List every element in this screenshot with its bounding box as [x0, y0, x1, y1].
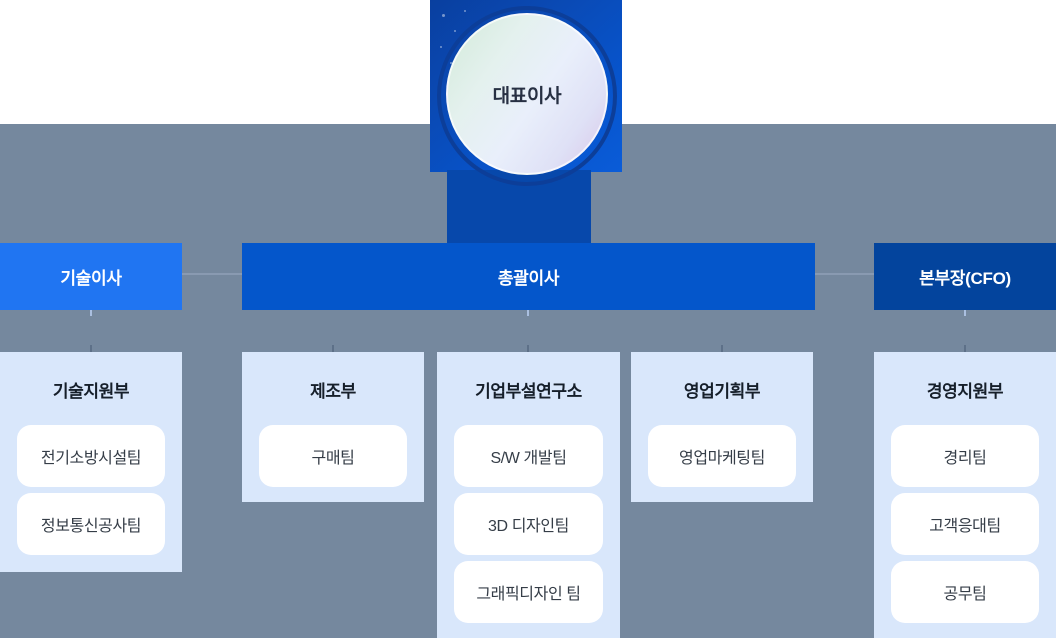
team-item[interactable]: 전기소방시설팀 — [17, 425, 165, 487]
connector-tick — [90, 345, 92, 352]
decorative-dot — [464, 10, 466, 12]
dept-title: 기술지원부 — [52, 382, 130, 401]
team-item[interactable]: 공무팀 — [891, 561, 1039, 623]
decorative-dot — [442, 14, 445, 17]
ceo-ring — [437, 6, 617, 186]
ceo-label: 대표이사 — [492, 85, 562, 107]
team-item[interactable]: S/W 개발팀 — [454, 425, 603, 487]
team-item[interactable]: 고객응대팀 — [891, 493, 1039, 555]
dept-box-management-support: 경영지원부 경리팀 고객응대팀 공무팀 — [874, 352, 1056, 638]
dept-title: 경영지원부 — [926, 382, 1004, 401]
connector-tick — [527, 345, 529, 352]
connector-tick — [964, 310, 966, 316]
dept-title: 기업부설연구소 — [475, 382, 582, 401]
connector-line — [815, 273, 874, 275]
team-item[interactable]: 그래픽디자인 팀 — [454, 561, 603, 623]
dept-box-sales-planning: 영업기획부 영업마케팅팀 — [631, 352, 813, 502]
decorative-dot — [440, 46, 442, 48]
dept-box-manufacturing: 제조부 구매팀 — [242, 352, 424, 502]
connector-tick — [721, 345, 723, 352]
director-label: 총괄이사 — [497, 269, 560, 288]
connector-tick — [527, 310, 529, 316]
team-item[interactable]: 경리팀 — [891, 425, 1039, 487]
dept-box-tech-support: 기술지원부 전기소방시설팀 정보통신공사팀 — [0, 352, 182, 572]
dept-title: 영업기획부 — [683, 382, 761, 401]
director-label: 기술이사 — [60, 269, 122, 288]
connector-tick — [964, 345, 966, 352]
director-bar-tech[interactable]: 기술이사 — [0, 243, 182, 310]
team-item[interactable]: 구매팀 — [259, 425, 407, 487]
dept-box-research-institute: 기업부설연구소 S/W 개발팀 3D 디자인팀 그래픽디자인 팀 — [437, 352, 620, 638]
director-label: 본부장(CFO) — [919, 269, 1011, 288]
connector-tick — [90, 310, 92, 316]
ceo-node[interactable]: 대표이사 — [446, 13, 608, 175]
decorative-dot — [454, 30, 456, 32]
connector-line — [182, 273, 242, 275]
team-item[interactable]: 3D 디자인팀 — [454, 493, 603, 555]
dept-title: 제조부 — [310, 382, 356, 401]
team-item[interactable]: 정보통신공사팀 — [17, 493, 165, 555]
team-item[interactable]: 영업마케팅팀 — [648, 425, 796, 487]
director-bar-cfo[interactable]: 본부장(CFO) — [874, 243, 1056, 310]
connector-tick — [332, 345, 334, 352]
director-bar-general[interactable]: 총괄이사 — [242, 243, 815, 310]
